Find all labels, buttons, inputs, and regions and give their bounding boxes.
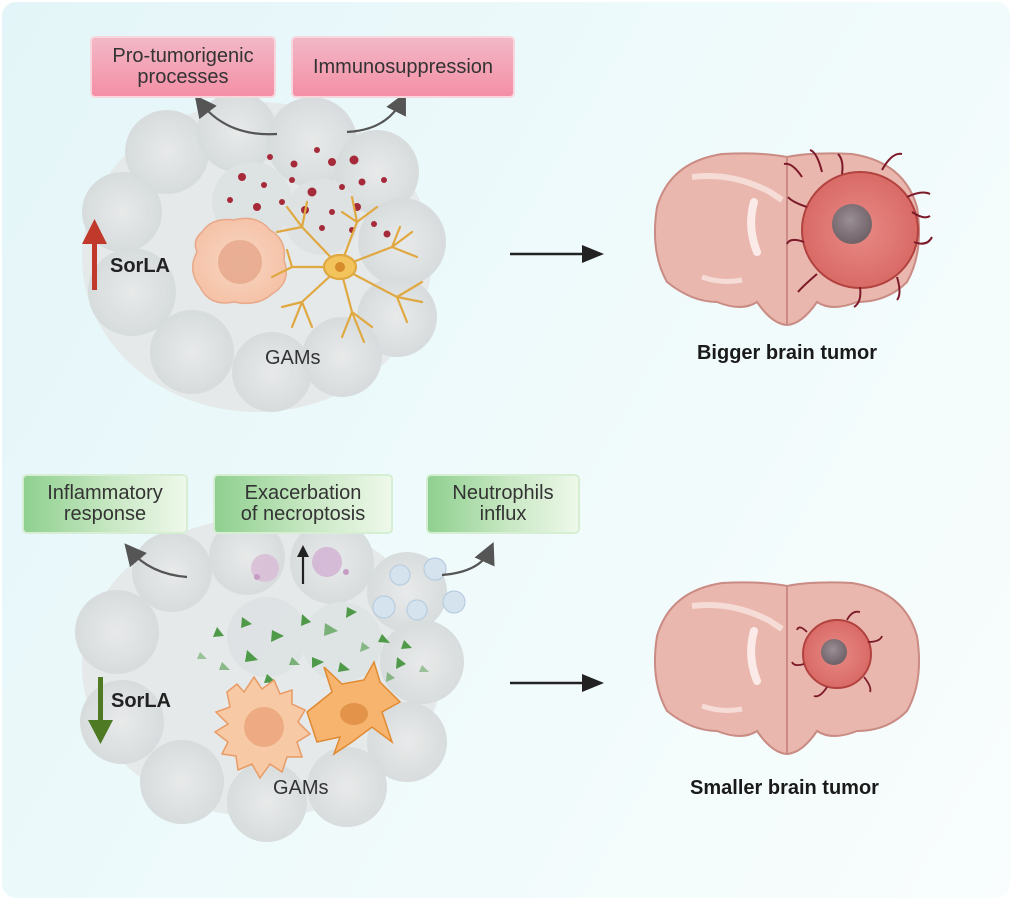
sorla-label-top: SorLA: [110, 255, 170, 277]
neutrophils: [372, 557, 466, 621]
smaller-tumor-label: Smaller brain tumor: [690, 777, 879, 799]
necroptotic-cells: [251, 547, 349, 582]
gams-label-top: GAMs: [265, 347, 321, 369]
necroptosis-line1: Exacerbation: [244, 482, 362, 504]
arrow-to-necroptosis: [297, 545, 309, 584]
macrophage-bottom: [213, 675, 312, 780]
arrow-to-bigger-tumor: [510, 245, 604, 263]
neutrophils-line1: Neutrophils: [452, 482, 554, 504]
arrow-to-smaller-tumor: [510, 674, 604, 692]
sorla-label-bottom: SorLA: [111, 690, 171, 712]
inflammatory-line2: response: [63, 503, 147, 525]
necroptosis-line2: of necroptosis: [240, 503, 366, 525]
arrow-to-immunosuppression: [346, 92, 406, 134]
gams-label-bottom: GAMs: [273, 777, 329, 799]
arrow-to-protumorigenic: [194, 95, 278, 136]
green-particles: [197, 607, 429, 683]
brain-top: [654, 149, 933, 327]
macrophage-top: [191, 217, 287, 305]
arrow-to-inflammatory: [124, 543, 188, 579]
microglia-top: [270, 195, 424, 344]
inflammatory-line1: Inflammatory: [47, 482, 163, 504]
arrow-to-neutrophils: [441, 541, 495, 577]
top-cell-cluster: [82, 92, 446, 412]
brain-bottom: [654, 581, 920, 756]
immunosuppression-box: Immunosuppression: [291, 36, 515, 98]
bigger-tumor-label: Bigger brain tumor: [696, 342, 877, 364]
sorla-down-arrow: [88, 677, 113, 744]
pro-tumorigenic-line1: Pro-tumorigenic: [112, 45, 254, 67]
neutrophils-line2: influx: [479, 503, 527, 525]
microglia-bottom: [306, 660, 402, 756]
sorla-up-arrow: [82, 219, 107, 290]
diagram-graphics: [75, 92, 933, 842]
pro-tumorigenic-line2: processes: [137, 66, 229, 88]
immunosuppression-label: Immunosuppression: [312, 55, 494, 78]
